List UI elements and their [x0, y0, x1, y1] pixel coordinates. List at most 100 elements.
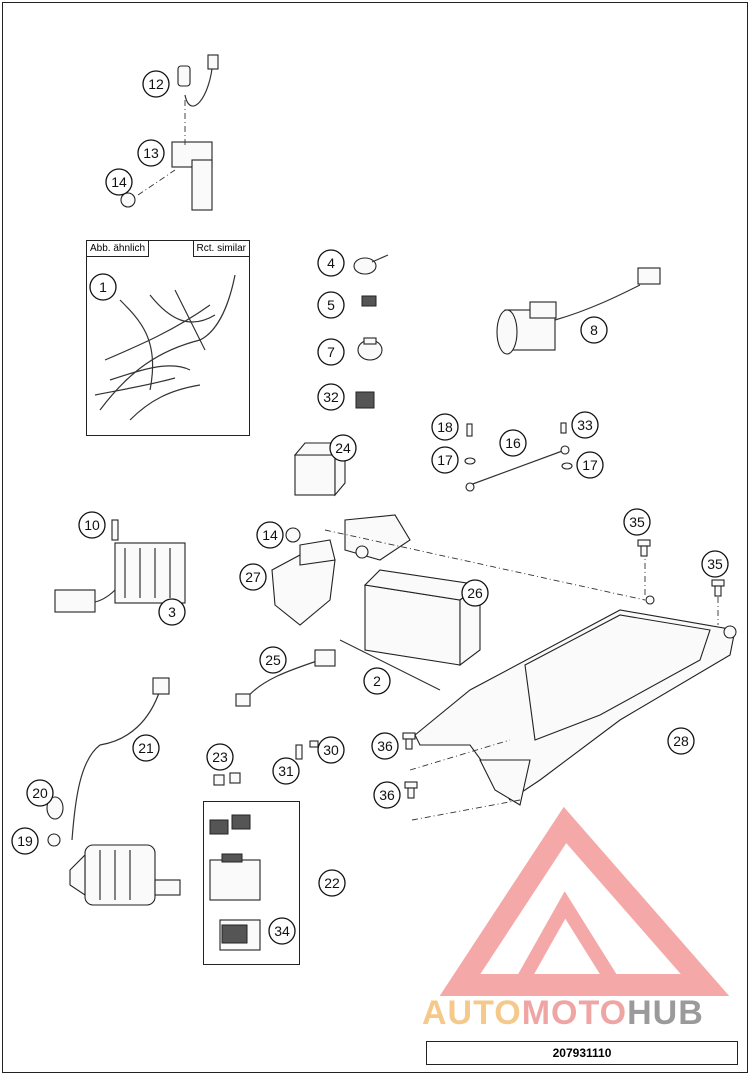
battery — [363, 569, 482, 667]
callout-4: 4 — [317, 249, 345, 277]
dash-line-36a — [409, 739, 511, 771]
svg-text:18: 18 — [437, 419, 453, 435]
svg-text:14: 14 — [262, 527, 278, 543]
screw-31 — [295, 744, 303, 760]
callout-13: 13 — [137, 139, 165, 167]
callout-1: 1 — [89, 273, 117, 301]
fuse-box-group — [209, 814, 261, 951]
callout-10: 10 — [78, 511, 106, 539]
ecu-bracket — [271, 514, 411, 626]
battery-strap — [339, 639, 441, 691]
svg-text:16: 16 — [505, 435, 521, 451]
svg-text:24: 24 — [335, 440, 351, 456]
callout-26: 26 — [461, 579, 489, 607]
fuse-group-box — [203, 801, 300, 965]
svg-text:35: 35 — [629, 514, 645, 530]
callout-36-top: 36 — [371, 732, 399, 760]
svg-text:17: 17 — [582, 457, 598, 473]
callout-2: 2 — [363, 667, 391, 695]
watermark-text: AUTOMOTOHUB — [422, 994, 704, 1032]
callout-20: 20 — [26, 779, 54, 807]
callout-21: 21 — [132, 734, 160, 762]
callout-14-mid: 14 — [256, 521, 284, 549]
svg-text:23: 23 — [212, 749, 228, 765]
svg-text:8: 8 — [590, 322, 598, 338]
svg-text:36: 36 — [379, 787, 395, 803]
callout-12: 12 — [142, 70, 170, 98]
svg-text:20: 20 — [32, 785, 48, 801]
callout-27: 27 — [239, 563, 267, 591]
ground-cable — [464, 422, 573, 492]
svg-text:14: 14 — [111, 174, 127, 190]
svg-text:4: 4 — [327, 255, 335, 271]
callout-17-left: 17 — [431, 446, 459, 474]
callout-8: 8 — [580, 316, 608, 344]
callout-25: 25 — [259, 646, 287, 674]
svg-text:5: 5 — [327, 297, 335, 313]
fuse-a — [213, 774, 225, 786]
inset-label-similar-en: Rct. similar — [192, 240, 250, 257]
callout-7: 7 — [317, 338, 345, 366]
clip — [361, 295, 377, 307]
svg-text:3: 3 — [168, 604, 176, 620]
callout-35-left: 35 — [623, 508, 651, 536]
svg-text:31: 31 — [278, 763, 294, 779]
svg-text:27: 27 — [245, 569, 261, 585]
svg-text:2: 2 — [373, 673, 381, 689]
document-number: 207931110 — [426, 1041, 738, 1065]
ground-cable-21 — [71, 689, 161, 841]
voltage-regulator — [54, 519, 186, 613]
relay-box — [293, 441, 347, 497]
cable-holder — [357, 337, 383, 361]
fuel-pump-motor — [496, 267, 661, 355]
svg-text:21: 21 — [138, 740, 154, 756]
inset-label-similar-de: Abb. ähnlich — [86, 240, 150, 257]
connector — [355, 391, 375, 409]
callout-30: 30 — [317, 736, 345, 764]
watermark-logo — [439, 806, 730, 996]
callout-28: 28 — [667, 727, 695, 755]
dash-line-36b — [411, 799, 521, 821]
svg-text:22: 22 — [324, 875, 340, 891]
svg-text:36: 36 — [377, 738, 393, 754]
svg-text:12: 12 — [148, 76, 164, 92]
harness-inset — [86, 240, 250, 436]
callout-23: 23 — [206, 743, 234, 771]
nut — [47, 833, 61, 847]
callout-14-top: 14 — [105, 168, 133, 196]
svg-text:17: 17 — [437, 452, 453, 468]
svg-text:26: 26 — [467, 585, 483, 601]
callout-34: 34 — [268, 917, 296, 945]
callout-31: 31 — [272, 757, 300, 785]
svg-text:35: 35 — [707, 556, 723, 572]
callout-32: 32 — [317, 383, 345, 411]
callout-17-right: 17 — [576, 451, 604, 479]
svg-text:25: 25 — [265, 652, 281, 668]
fuse-b — [229, 772, 241, 784]
callout-5: 5 — [317, 291, 345, 319]
cable-terminal — [152, 677, 170, 695]
callout-33: 33 — [571, 411, 599, 439]
callout-24: 24 — [329, 434, 357, 462]
starter-motor — [69, 844, 181, 906]
callout-35-right: 35 — [701, 550, 729, 578]
svg-text:19: 19 — [17, 833, 33, 849]
svg-text:1: 1 — [99, 279, 107, 295]
callout-19: 19 — [11, 827, 39, 855]
cable-tie — [353, 254, 389, 275]
screws — [402, 539, 725, 799]
callout-22: 22 — [318, 869, 346, 897]
battery-holder-tray — [414, 595, 737, 806]
dash-line-bracket — [324, 529, 646, 601]
svg-text:13: 13 — [143, 145, 159, 161]
svg-text:7: 7 — [327, 344, 335, 360]
svg-text:28: 28 — [673, 733, 689, 749]
starter-cable — [235, 649, 336, 707]
svg-text:30: 30 — [323, 742, 339, 758]
callout-3: 3 — [158, 598, 186, 626]
wire-harness — [94, 274, 236, 421]
svg-text:34: 34 — [274, 923, 290, 939]
screw-30 — [309, 740, 319, 748]
